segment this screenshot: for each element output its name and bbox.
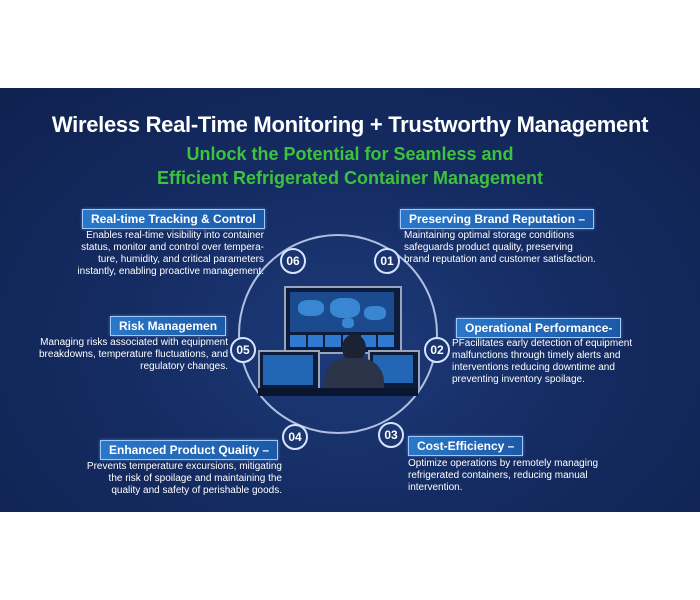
desc-real-time-tracking: Enables real-time visibility into contai… [77,230,264,277]
step-number-05: 05 [230,337,256,363]
step-number-04: 04 [282,424,308,450]
world-map-screen [290,292,394,332]
desk [258,388,418,396]
desc-operational-performance: PFacilitates early detection of equipmen… [452,338,633,385]
operator-head [342,334,366,362]
desc-risk-management: Managing risks associated with equipment… [39,337,228,372]
step-number-02: 02 [424,337,450,363]
step-number-06: 06 [280,248,306,274]
subtitle-line-1: Unlock the Potential for Seamless and [186,144,514,164]
step-number-01: 01 [374,248,400,274]
label-enhanced-product-quality: Enhanced Product Quality – [100,440,279,460]
desc-cost-efficiency: Optimize operations by remotely managing… [408,458,599,493]
control-room-illustration [258,284,420,396]
label-risk-management: Risk Managemen [110,316,227,336]
label-operational-performance: Operational Performance- [456,318,622,338]
label-real-time-tracking: Real-time Tracking & Control [82,209,265,229]
main-title: Wireless Real-Time Monitoring + Trustwor… [51,112,649,137]
label-cost-efficiency: Cost-Efficiency – [408,436,524,456]
desc-enhanced-product-quality: Prevents temperature excursions, mitigat… [86,461,282,496]
infographic-banner: Wireless Real-Time Monitoring + Trustwor… [0,88,700,512]
label-preserving-brand-reputation: Preserving Brand Reputation – [400,209,595,229]
step-number-03: 03 [378,422,404,448]
center-ring [238,234,438,434]
subtitle-line-2: Efficient Refrigerated Container Managem… [156,168,544,188]
left-monitor [258,350,320,392]
